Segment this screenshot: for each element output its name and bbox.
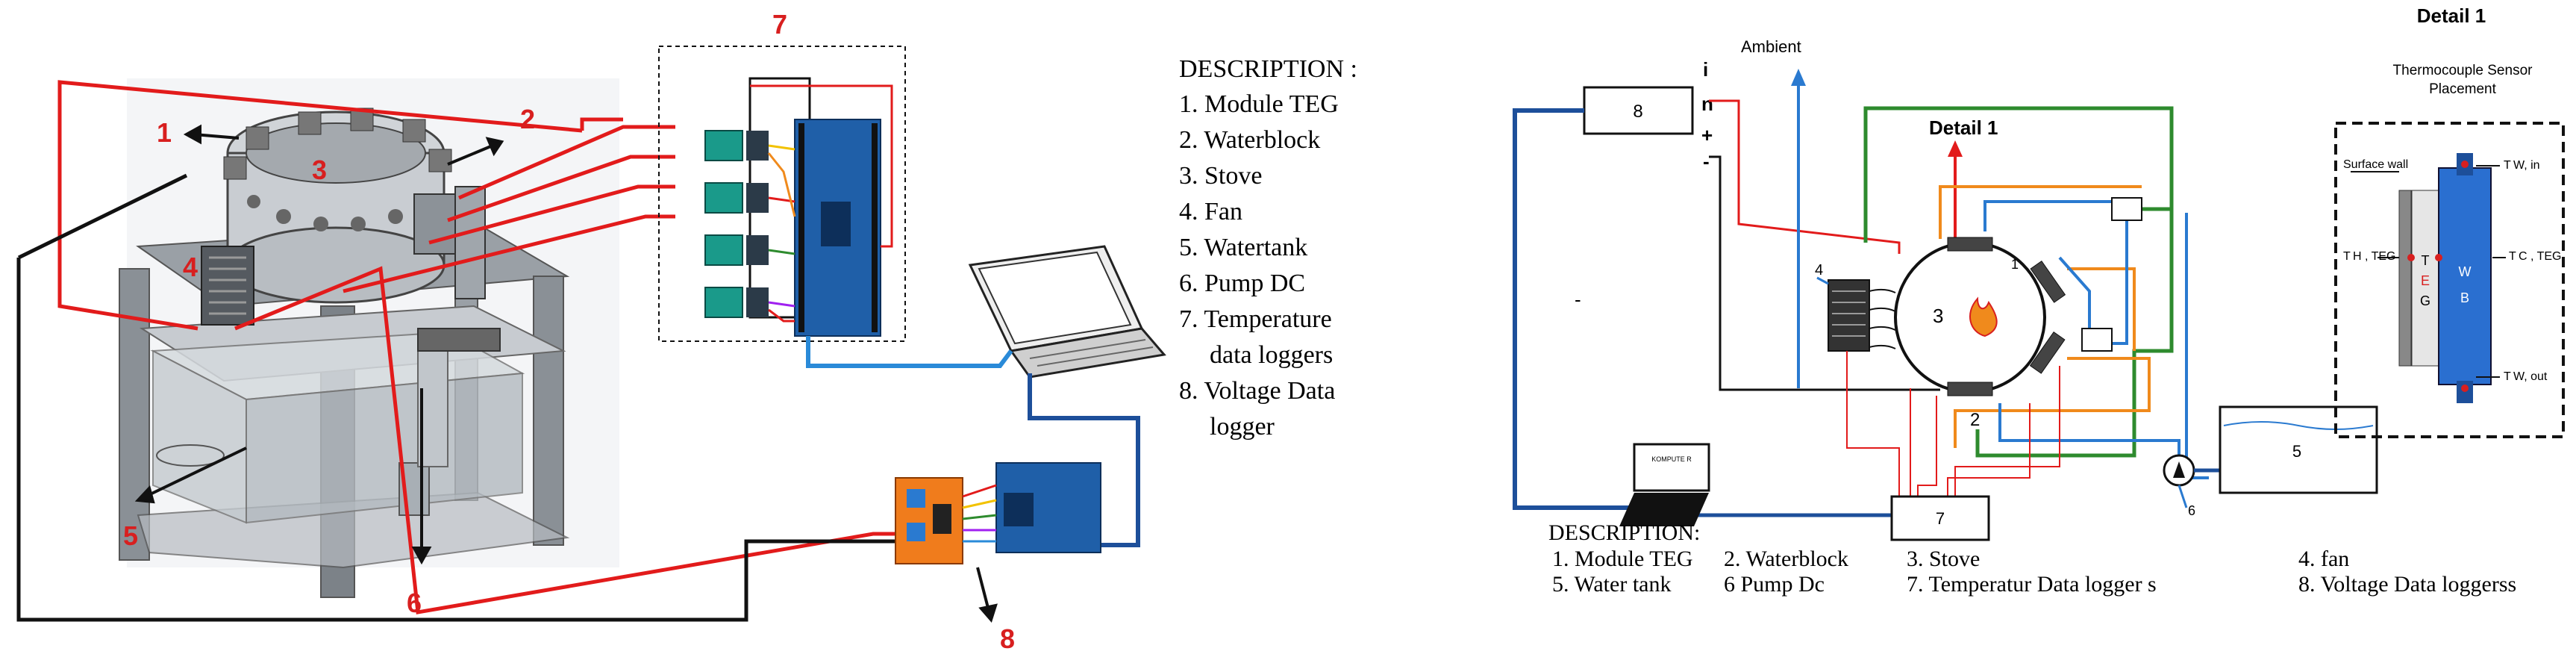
sensor-dot xyxy=(2461,385,2469,392)
fan-label: 4 xyxy=(1815,262,1823,278)
voltage-data-logger xyxy=(895,462,1101,564)
callout-6: 6 xyxy=(407,588,422,618)
surface-wall-label: Surface wall xyxy=(2343,158,2408,171)
callout-1: 1 xyxy=(157,117,172,148)
detail-title: Detail 1 xyxy=(2417,4,2486,27)
valves xyxy=(2081,197,2142,352)
right-description-col1: 1. Module TEG xyxy=(1552,547,1693,571)
box-7-label: 7 xyxy=(1936,509,1945,528)
input-plus: + xyxy=(1701,124,1713,146)
callout-7: 7 xyxy=(772,9,787,40)
label-t-w-out: T W, out xyxy=(2504,370,2548,383)
computer-icon: KOMPUTE R xyxy=(1619,443,1710,526)
callout-arrows xyxy=(134,124,998,623)
heat-rays xyxy=(1869,288,1896,349)
left-panel: 1 2 3 4 5 6 7 8 xyxy=(16,9,1357,654)
waterblock-block xyxy=(2438,167,2492,385)
sensor-dot xyxy=(2461,161,2469,168)
water-tank xyxy=(150,331,525,524)
green-loop-top xyxy=(1863,106,2174,243)
right-panel: 8 i n + - - Ambient Detail 1 3 xyxy=(1513,37,2516,597)
left-description-line: data loggers xyxy=(1210,341,1333,369)
teg-letter: E xyxy=(2421,273,2430,288)
callout-8: 8 xyxy=(1000,623,1015,654)
right-description-col3: 3. Stove xyxy=(1907,547,1980,571)
input-minus: - xyxy=(1703,150,1710,172)
wire-8-plus xyxy=(1709,99,1901,254)
left-description: DESCRIPTION : 1. Module TEG 2. Waterbloc… xyxy=(1179,55,1357,441)
left-description-line: 3. Stove xyxy=(1179,162,1262,190)
teg-letter: G xyxy=(2420,293,2430,308)
wire-8-to-computer xyxy=(1513,108,1642,510)
detail-panel: Detail 1 Thermocouple Sensor Placement S… xyxy=(2334,4,2565,438)
jumper-wires xyxy=(767,144,796,323)
teg-block xyxy=(2411,190,2439,367)
left-description-line: 8. Voltage Data xyxy=(1179,377,1335,405)
black-wires xyxy=(16,173,899,622)
pump-bracket xyxy=(417,328,501,352)
detail-subtitle-1: Thermocouple Sensor xyxy=(2393,63,2533,78)
pump-label: 6 xyxy=(2188,503,2195,518)
tank-5 xyxy=(2219,405,2378,494)
thermocouple-wires xyxy=(1846,351,2060,497)
teg-label: 1 xyxy=(2011,257,2019,272)
tank-5-label: 5 xyxy=(2292,442,2301,461)
sensor-dot xyxy=(2407,254,2415,261)
red-wires xyxy=(57,80,899,614)
right-description-col2: 6 Pump Dc xyxy=(1724,572,1825,597)
callout-4: 4 xyxy=(183,252,198,282)
left-description-line: 2. Waterblock xyxy=(1179,126,1320,154)
surface-wall xyxy=(2398,190,2412,367)
teg-modules xyxy=(1947,237,2066,396)
right-description-title: DESCRIPTION: xyxy=(1548,520,1700,545)
left-description-line: logger xyxy=(1210,413,1275,441)
input-n: n xyxy=(1701,93,1713,115)
wb-letter: W xyxy=(2459,264,2472,279)
input-i: i xyxy=(1703,58,1708,81)
heat-arrow xyxy=(1948,140,1963,157)
wire-8-minus xyxy=(1709,155,1940,391)
left-description-line: 7. Temperature xyxy=(1179,305,1332,333)
callout-2: 2 xyxy=(520,104,535,134)
label-t-c-teg: T C , TEG xyxy=(2509,250,2561,263)
right-description-col4: 4. fan xyxy=(2298,547,2349,571)
right-description-col1: 5. Water tank xyxy=(1552,572,1671,597)
callout-3: 3 xyxy=(312,155,327,185)
stove-number: 3 xyxy=(1933,305,1943,327)
left-description-title: DESCRIPTION : xyxy=(1179,55,1357,83)
left-description-line: 1. Module TEG xyxy=(1179,90,1339,118)
right-description-col2: 2. Waterblock xyxy=(1724,547,1848,571)
ambient-label: Ambient xyxy=(1741,37,1801,56)
box-8 xyxy=(1583,86,1694,135)
left-dash: - xyxy=(1575,288,1581,311)
fan xyxy=(201,246,254,326)
box-8-label: 8 xyxy=(1633,102,1642,122)
usb-cables xyxy=(806,336,1140,547)
wb-letter: B xyxy=(2460,290,2469,305)
left-description-line: 4. Fan xyxy=(1179,198,1242,225)
label-t-w-in: T W, in xyxy=(2504,159,2540,172)
detail-box xyxy=(2334,122,2565,438)
teg-letter: T xyxy=(2422,253,2430,268)
green-loop-bottom xyxy=(1975,209,2174,458)
detail-1-label: Detail 1 xyxy=(1929,116,1998,139)
thermocouple-modules xyxy=(704,130,769,318)
right-description-col4: 8. Voltage Data loggerss xyxy=(2298,572,2516,597)
callout-5: 5 xyxy=(123,520,138,551)
right-description-col3: 7. Temperatur Data logger s xyxy=(1907,572,2157,597)
label-t-h-teg: T H , TEG xyxy=(2343,250,2395,263)
temperature-data-logger-box xyxy=(658,46,906,342)
right-description: DESCRIPTION: 1. Module TEG 5. Water tank… xyxy=(1548,520,2516,597)
left-description-line: 5. Watertank xyxy=(1179,234,1307,261)
waterblock-label: 2 xyxy=(1970,410,1980,430)
left-description-line: 6. Pump DC xyxy=(1179,270,1305,297)
laptop xyxy=(968,245,1166,379)
flame-icon xyxy=(1969,296,1998,337)
stove xyxy=(223,108,486,304)
box-7 xyxy=(1890,495,1990,541)
sensor-dot xyxy=(2435,254,2442,261)
detail-subtitle-2: Placement xyxy=(2429,81,2496,97)
computer-screen-text: KOMPUTE R xyxy=(1651,455,1692,463)
